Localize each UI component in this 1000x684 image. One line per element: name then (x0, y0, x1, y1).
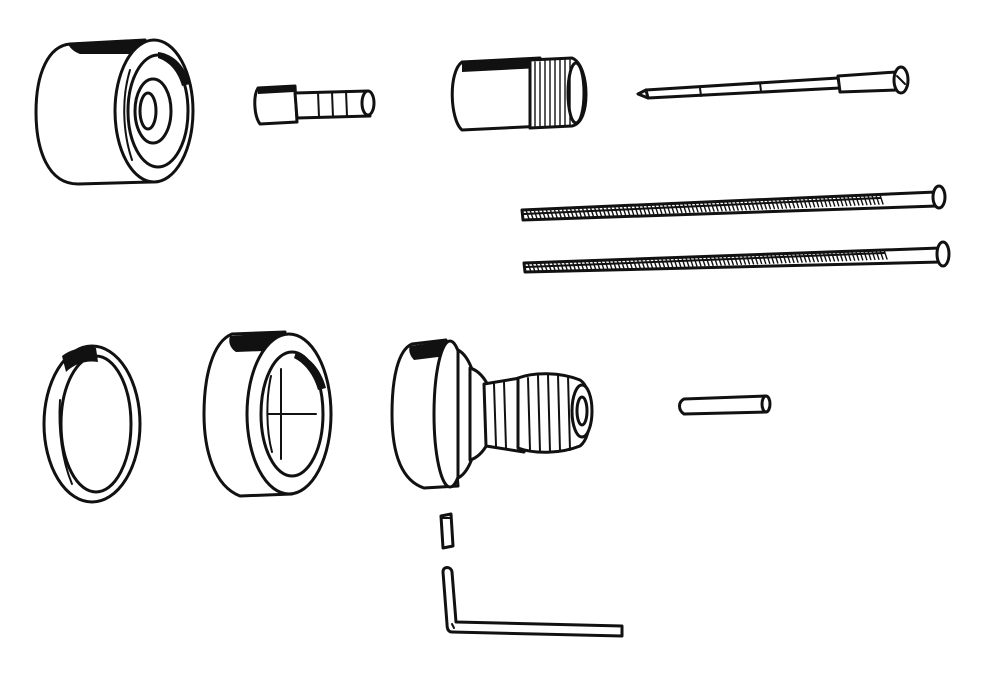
hex-key (441, 566, 624, 638)
handle-screw-long (636, 65, 910, 100)
knurled-extension-sleeve (450, 56, 588, 132)
spline-adapter (253, 84, 376, 126)
escutcheon-sleeve-top (34, 38, 195, 186)
trim-sleeve (202, 330, 333, 498)
short-pin (439, 512, 455, 550)
threaded-rod-2 (522, 240, 951, 274)
thin-ring (42, 344, 142, 504)
pin (678, 394, 772, 416)
threaded-rod-1 (520, 184, 947, 222)
valve-cartridge-extension (390, 338, 594, 490)
